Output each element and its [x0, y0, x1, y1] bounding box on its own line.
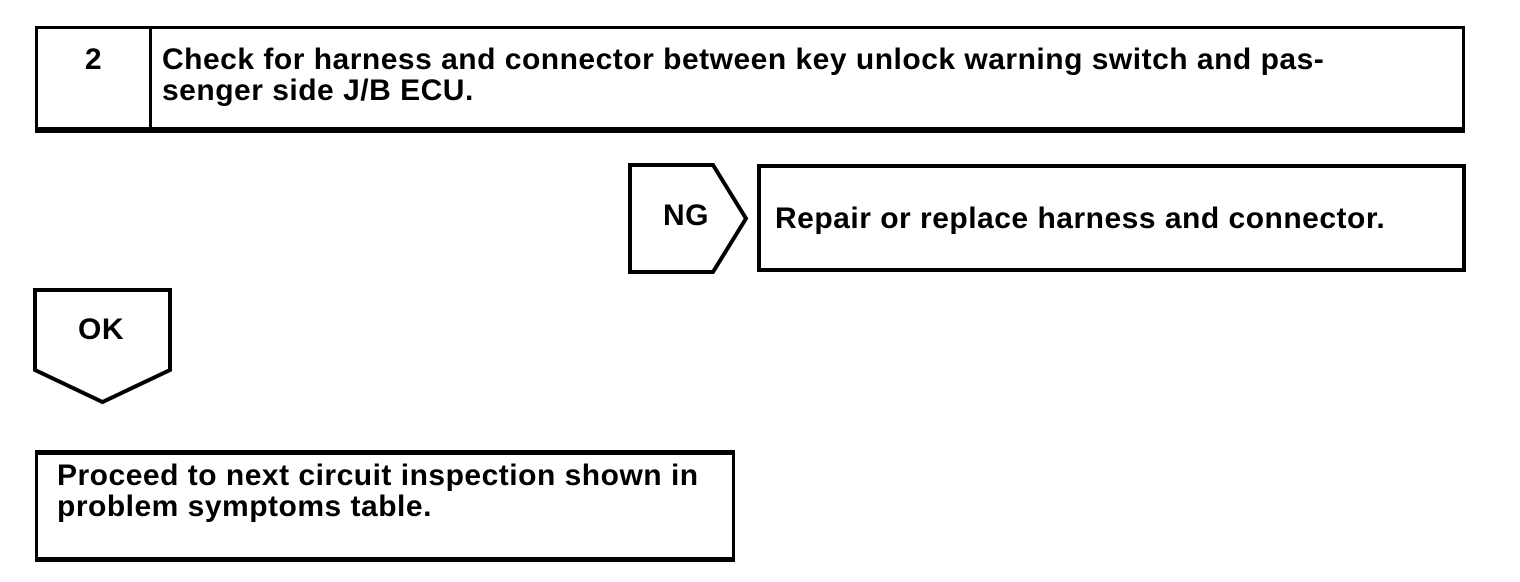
- ok-action-line-2: problem symptoms table.: [57, 490, 432, 523]
- step-instruction-line-2: senger side J/B ECU.: [162, 74, 474, 107]
- step-number-cell: 2: [38, 29, 152, 127]
- ng-pentagon-outline: [628, 163, 749, 274]
- ng-connector-shape: NG: [628, 163, 749, 274]
- step-instruction-line-1: Check for harness and connector between …: [162, 43, 1325, 76]
- ng-label: NG: [663, 199, 709, 232]
- ng-action-text: Repair or replace harness and connector.: [775, 201, 1386, 235]
- ok-action-box: Proceed to next circuit inspection shown…: [35, 450, 735, 562]
- ok-action-line-1: Proceed to next circuit inspection shown…: [57, 459, 699, 492]
- ok-pentagon-outline: [33, 288, 172, 405]
- step-number: 2: [84, 43, 103, 76]
- ok-connector-shape: OK: [33, 288, 172, 405]
- ok-label: OK: [78, 313, 124, 346]
- step-header-row: 2 Check for harness and connector betwee…: [35, 26, 1465, 133]
- ng-action-box: Repair or replace harness and connector.: [757, 164, 1466, 272]
- step-instruction-cell: Check for harness and connector between …: [152, 29, 1462, 127]
